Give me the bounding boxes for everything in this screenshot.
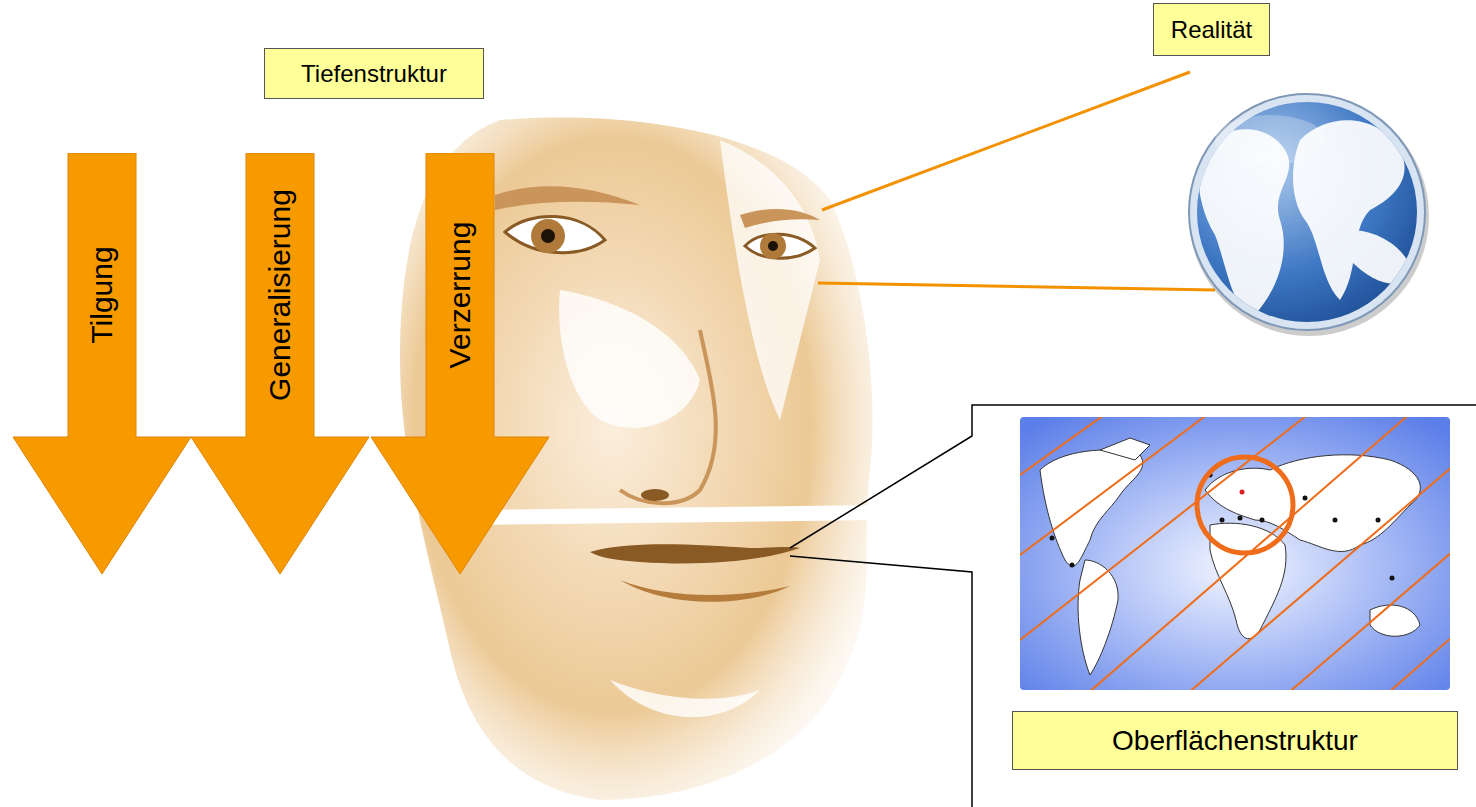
surface-structure-box: Oberflächenstruktur: [1012, 711, 1458, 770]
arrow-label: Generalisierung: [263, 189, 297, 401]
world-map: [1020, 400, 1460, 700]
distortion-arrow: Verzerrung: [370, 153, 550, 575]
box-label: Tiefenstruktur: [301, 60, 447, 88]
box-label: Realität: [1171, 16, 1252, 44]
arrow-label: Tilgung: [85, 246, 119, 343]
arrow-label: Verzerrung: [443, 222, 477, 369]
deep-structure-box: Tiefenstruktur: [264, 48, 484, 99]
callout-line: [790, 556, 972, 807]
generalization-arrow: Generalisierung: [190, 153, 370, 575]
box-label: Oberflächenstruktur: [1112, 725, 1358, 757]
sight-line: [818, 283, 1215, 290]
sight-line: [822, 72, 1190, 210]
deletion-arrow: Tilgung: [12, 153, 192, 575]
reality-box: Realität: [1153, 3, 1270, 56]
globe: [1189, 94, 1429, 336]
arrow-shape: [12, 153, 192, 575]
